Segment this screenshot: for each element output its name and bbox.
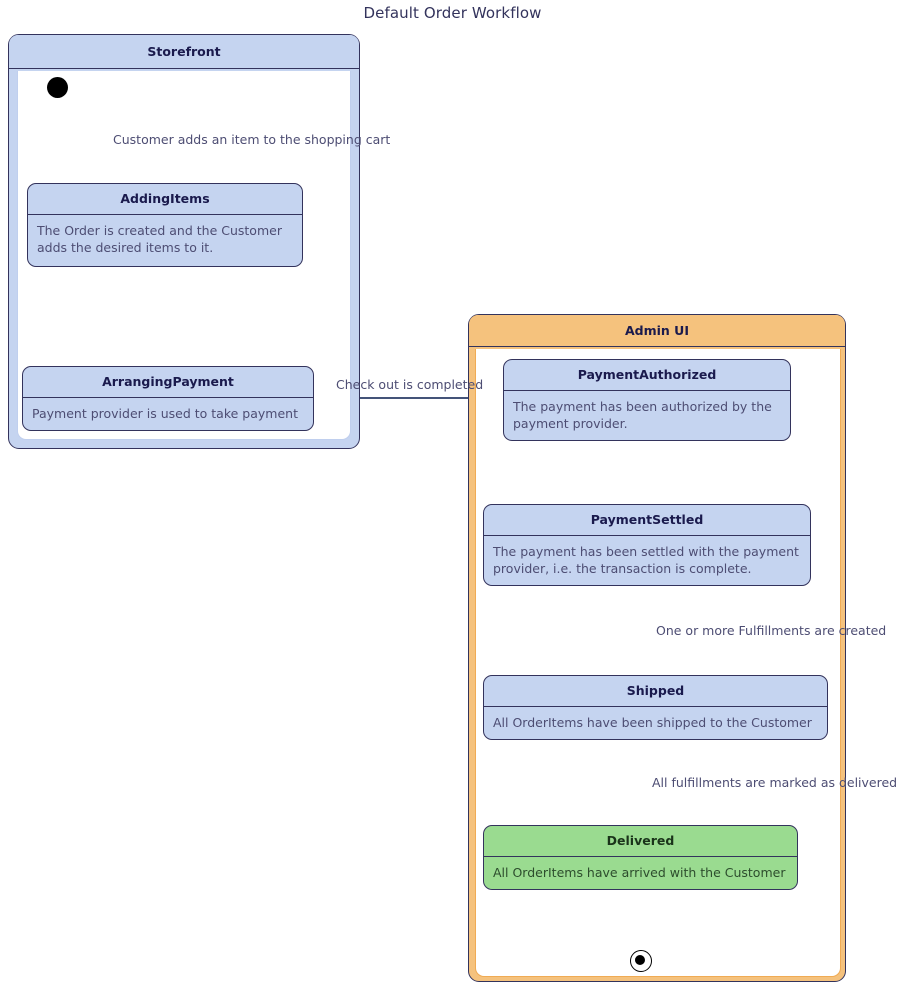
state-node-shipped-description: All OrderItems have been shipped to the … (493, 715, 812, 730)
state-node-paymentsettled[interactable]: PaymentSettled The payment has been sett… (483, 504, 811, 586)
state-node-shipped-title: Shipped (484, 676, 827, 707)
state-node-paymentsettled-description: The payment has been settled with the pa… (493, 544, 799, 576)
state-node-shipped[interactable]: Shipped All OrderItems have been shipped… (483, 675, 828, 740)
state-node-addingitems-title: AddingItems (28, 184, 302, 215)
final-state-node (630, 950, 652, 972)
transition-label-customer-adds-item: Customer adds an item to the shopping ca… (113, 132, 391, 147)
composite-state-storefront-label: Storefront (9, 35, 359, 69)
transition-label-check-out-completed: Check out is completed (336, 377, 484, 392)
state-node-arrangingpayment-title: ArrangingPayment (23, 367, 313, 398)
state-node-addingitems[interactable]: AddingItems The Order is created and the… (27, 183, 303, 267)
state-node-arrangingpayment[interactable]: ArrangingPayment Payment provider is use… (22, 366, 314, 431)
state-node-paymentauthorized-description: The payment has been authorized by the p… (513, 399, 772, 431)
state-node-arrangingpayment-description: Payment provider is used to take payment (32, 406, 298, 421)
state-node-delivered-description: All OrderItems have arrived with the Cus… (493, 865, 786, 880)
state-node-addingitems-description: The Order is created and the Customer ad… (37, 223, 282, 255)
transition-label-fulfillments-created: One or more Fulfillments are created (656, 623, 887, 638)
composite-state-admin-ui-label: Admin UI (469, 315, 845, 347)
state-node-delivered-title: Delivered (484, 826, 797, 857)
state-node-paymentauthorized-title: PaymentAuthorized (504, 360, 790, 391)
initial-state-node (47, 77, 68, 98)
state-node-paymentauthorized[interactable]: PaymentAuthorized The payment has been a… (503, 359, 791, 441)
state-node-paymentsettled-title: PaymentSettled (484, 505, 810, 536)
state-node-delivered[interactable]: Delivered All OrderItems have arrived wi… (483, 825, 798, 890)
transition-label-fulfillments-delivered: All fulfillments are marked as delivered (652, 775, 898, 790)
page-title: Default Order Workflow (363, 4, 542, 22)
